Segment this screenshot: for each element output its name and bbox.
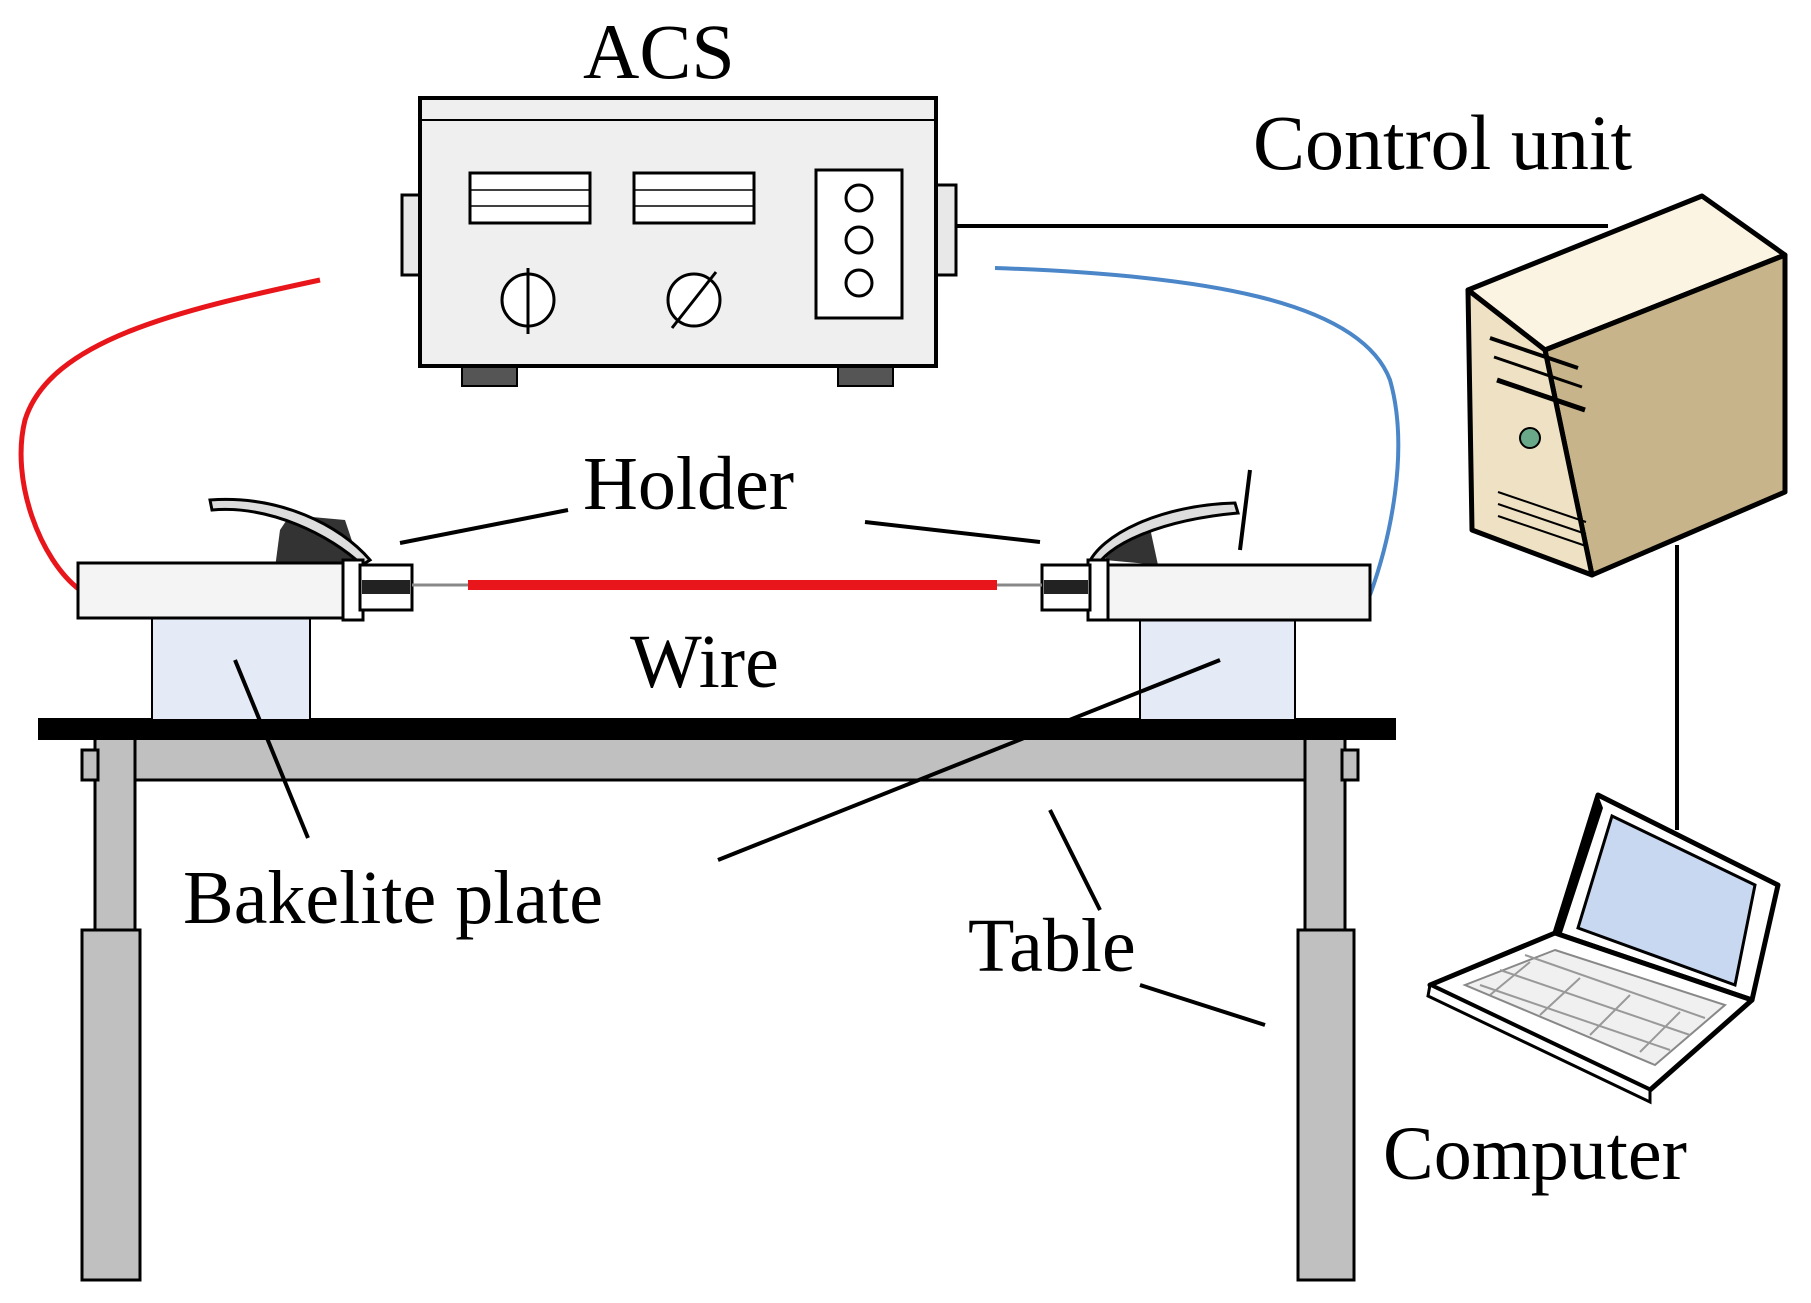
left-cable xyxy=(18,277,321,592)
table xyxy=(38,718,1396,1282)
computer-laptop xyxy=(1426,792,1781,1105)
label-holder: Holder xyxy=(583,442,795,526)
control-unit-tower xyxy=(1465,193,1788,578)
label-wire: Wire xyxy=(630,620,779,704)
label-control-unit: Control unit xyxy=(1253,99,1633,186)
label-bakelite-plate: Bakelite plate xyxy=(183,856,603,940)
holder-right xyxy=(1040,501,1372,622)
bakelite-plate-right xyxy=(1139,619,1296,721)
bakelite-plate-left xyxy=(151,613,311,721)
label-acs: ACS xyxy=(583,8,735,95)
holder-left xyxy=(76,497,414,622)
label-computer: Computer xyxy=(1383,1112,1687,1196)
right-cable xyxy=(994,266,1401,596)
acs-device xyxy=(400,96,958,387)
leader-lines xyxy=(233,469,1266,1027)
label-table: Table xyxy=(968,904,1136,988)
